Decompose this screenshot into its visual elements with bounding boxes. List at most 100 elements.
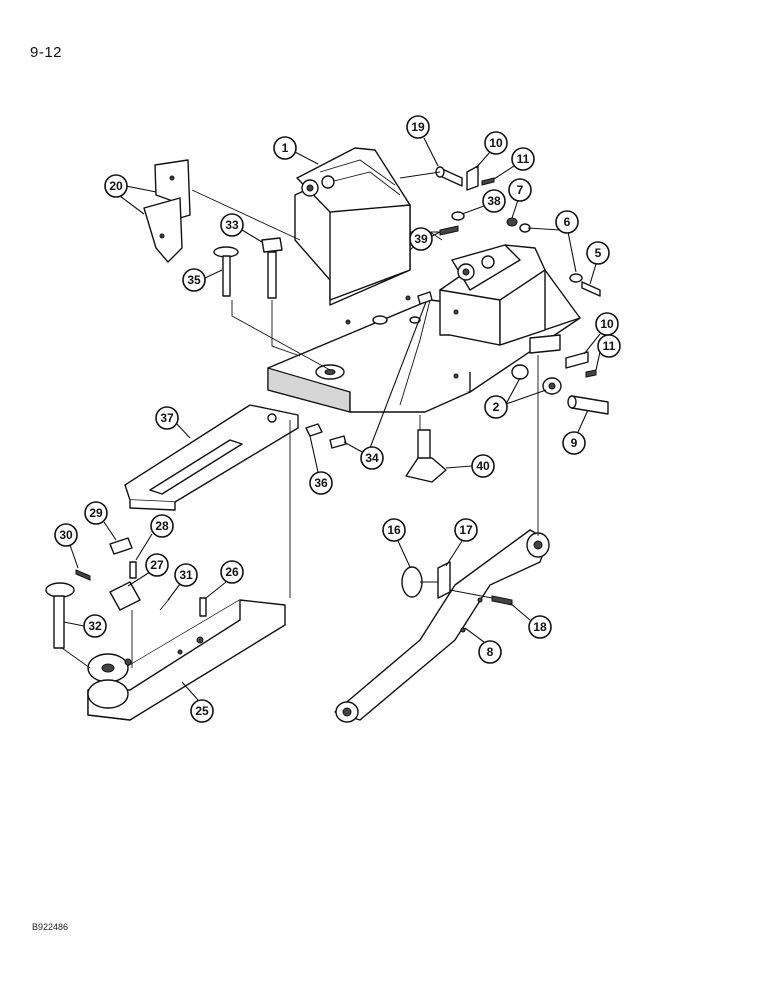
callout-25: 25 bbox=[181, 681, 214, 723]
callout-32: 32 bbox=[63, 614, 107, 638]
callout-18: 18 bbox=[509, 602, 552, 639]
svg-text:6: 6 bbox=[564, 215, 571, 229]
svg-text:32: 32 bbox=[88, 619, 102, 633]
clip-34a bbox=[329, 435, 347, 449]
disc-16 bbox=[401, 566, 423, 598]
callout-11-upper: 11 bbox=[493, 147, 535, 180]
svg-text:40: 40 bbox=[476, 459, 490, 473]
pin-9 bbox=[567, 395, 609, 415]
svg-text:28: 28 bbox=[155, 519, 169, 533]
svg-text:26: 26 bbox=[225, 565, 239, 579]
svg-text:37: 37 bbox=[160, 411, 174, 425]
bolt-18 bbox=[491, 595, 513, 606]
callout-40: 40 bbox=[445, 454, 495, 478]
reference-code: B922486 bbox=[32, 922, 69, 932]
plate-17 bbox=[437, 561, 451, 599]
callout-6: 6 bbox=[527, 210, 579, 273]
svg-text:8: 8 bbox=[487, 645, 494, 659]
clip-34b bbox=[417, 291, 433, 305]
callout-17: 17 bbox=[445, 518, 478, 567]
svg-text:5: 5 bbox=[595, 246, 602, 260]
pin-33 bbox=[261, 237, 283, 299]
bolt-5 bbox=[581, 281, 601, 297]
callout-5: 5 bbox=[586, 241, 610, 285]
bolt-28 bbox=[129, 561, 137, 579]
page-number: 9-12 bbox=[30, 44, 63, 61]
alignment-lines bbox=[61, 171, 539, 669]
retainer-upper bbox=[466, 165, 479, 191]
callout-10-upper: 10 bbox=[475, 131, 508, 169]
callout-9: 9 bbox=[562, 409, 589, 455]
callout-7: 7 bbox=[508, 178, 532, 219]
callout-1: 1 bbox=[273, 136, 319, 165]
callout-8: 8 bbox=[464, 627, 502, 664]
callout-31: 31 bbox=[167, 563, 198, 601]
hitch-pin-32 bbox=[45, 582, 75, 649]
washer-6b bbox=[569, 273, 583, 283]
svg-text:9: 9 bbox=[571, 436, 578, 450]
callout-39: 39 bbox=[409, 227, 441, 251]
callout-38: 38 bbox=[461, 189, 506, 215]
callout-26: 26 bbox=[205, 560, 244, 599]
bolt-26 bbox=[199, 597, 207, 617]
callout-28: 28 bbox=[135, 514, 174, 561]
callout-10-lower: 10 bbox=[583, 312, 619, 355]
drawbar-frame bbox=[267, 147, 581, 413]
svg-text:36: 36 bbox=[314, 476, 328, 490]
retainer-29 bbox=[109, 537, 133, 555]
callout-34: 34 bbox=[343, 301, 427, 470]
callout-29: 29 bbox=[84, 501, 117, 541]
svg-text:31: 31 bbox=[179, 568, 193, 582]
svg-text:29: 29 bbox=[89, 506, 103, 520]
washer-38 bbox=[451, 211, 465, 221]
bolt-30 bbox=[75, 569, 91, 581]
retainer-lower bbox=[565, 351, 589, 369]
pin-40 bbox=[405, 429, 447, 483]
callout-36: 36 bbox=[309, 435, 333, 495]
svg-text:39: 39 bbox=[414, 232, 428, 246]
svg-text:18: 18 bbox=[533, 620, 547, 634]
bolt-lower bbox=[585, 369, 597, 378]
svg-text:35: 35 bbox=[187, 273, 201, 287]
svg-text:25: 25 bbox=[195, 704, 209, 718]
callout-33: 33 bbox=[220, 213, 263, 243]
svg-text:30: 30 bbox=[59, 528, 73, 542]
callout-35: 35 bbox=[182, 268, 223, 292]
svg-text:20: 20 bbox=[109, 179, 123, 193]
wear-pads bbox=[143, 159, 191, 263]
svg-text:17: 17 bbox=[459, 523, 473, 537]
svg-text:10: 10 bbox=[489, 136, 503, 150]
bushing-2a bbox=[511, 364, 529, 380]
link-arm-8 bbox=[334, 529, 550, 723]
svg-text:33: 33 bbox=[225, 218, 239, 232]
svg-text:10: 10 bbox=[600, 317, 614, 331]
svg-text:7: 7 bbox=[517, 183, 524, 197]
callout-27: 27 bbox=[127, 553, 169, 587]
svg-text:11: 11 bbox=[603, 339, 616, 353]
callout-30: 30 bbox=[54, 523, 79, 569]
callout-11-lower: 11 bbox=[595, 334, 621, 371]
pin-35 bbox=[213, 246, 239, 297]
callout-19: 19 bbox=[406, 115, 439, 167]
plate-37 bbox=[124, 404, 299, 511]
svg-text:11: 11 bbox=[517, 152, 530, 166]
callout-20: 20 bbox=[104, 174, 157, 215]
svg-text:34: 34 bbox=[365, 451, 379, 465]
callout-2: 2 bbox=[484, 377, 547, 419]
callout-16: 16 bbox=[382, 518, 411, 568]
drawbar-25 bbox=[87, 599, 286, 721]
svg-text:1: 1 bbox=[282, 141, 289, 155]
svg-text:16: 16 bbox=[387, 523, 401, 537]
callout-37: 37 bbox=[155, 406, 191, 439]
svg-text:38: 38 bbox=[487, 194, 501, 208]
clip-36 bbox=[305, 423, 323, 437]
svg-text:27: 27 bbox=[150, 558, 164, 572]
bolt-upper bbox=[481, 177, 495, 186]
nut-7 bbox=[506, 217, 518, 227]
bolt-39 bbox=[439, 225, 459, 236]
bracket-27 bbox=[109, 581, 141, 611]
pin-19 bbox=[435, 166, 463, 187]
svg-text:2: 2 bbox=[493, 400, 500, 414]
svg-text:19: 19 bbox=[411, 120, 425, 134]
